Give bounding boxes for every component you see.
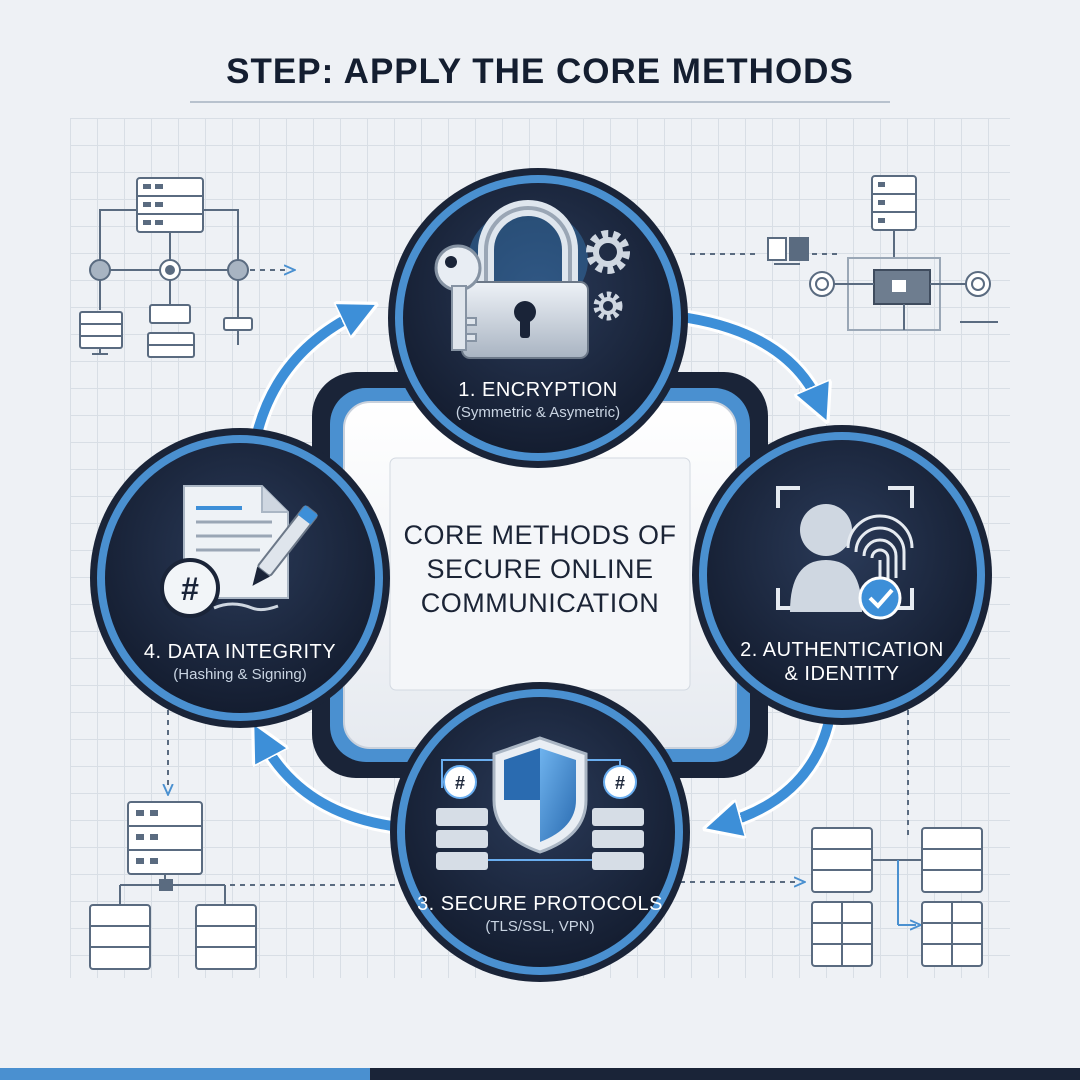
- arrow-authentication-to-protocols: [722, 717, 836, 824]
- document-hash-pen-icon: #: [160, 485, 318, 618]
- arrow-integrity-to-encryption: [250, 312, 360, 438]
- page-title: STEP: APPLY THE CORE METHODS: [226, 52, 854, 91]
- network-decor-left-bottom: [89, 700, 400, 970]
- svg-text:#: #: [615, 773, 625, 793]
- method-title: 3. SECURE PROTOCOLS: [417, 893, 663, 915]
- method-label-encryption: 1. ENCRYPTION (Symmetric & Asymetric): [398, 378, 678, 424]
- arrow-encryption-to-authentication: [680, 310, 820, 405]
- method-title: 4. DATA INTEGRITY: [143, 641, 337, 663]
- method-node-integrity: #: [90, 428, 390, 728]
- method-label-integrity: 4. DATA INTEGRITY (Hashing & Signing): [105, 640, 375, 686]
- server-icon: [127, 801, 203, 875]
- footer-accent-bar: [0, 1068, 370, 1080]
- method-title: & IDENTITY: [784, 663, 900, 685]
- center-title-line-1: CORE METHODS OF: [403, 520, 677, 550]
- server-icon: [811, 827, 873, 893]
- fingerprint-user-icon: [776, 486, 914, 620]
- arrow-protocols-to-integrity: [262, 740, 400, 834]
- center-title-line-3: COMMUNICATION: [420, 588, 660, 618]
- network-decor-right-top: [690, 175, 998, 331]
- center-title: CORE METHODS OF SECURE ONLINE COMMUNICAT…: [390, 518, 690, 620]
- method-subtitle: (Symmetric & Asymetric): [455, 404, 621, 421]
- server-icon: [136, 177, 204, 233]
- network-decor-right-bottom: [680, 700, 983, 967]
- server-icon: [921, 827, 983, 893]
- server-icon: [921, 901, 983, 967]
- method-node-protocols: # #: [390, 682, 690, 982]
- server-icon: [592, 808, 644, 870]
- center-title-line-2: SECURE ONLINE: [426, 554, 654, 584]
- svg-text:#: #: [181, 571, 199, 607]
- title-underline: [190, 101, 890, 103]
- server-icon: [871, 175, 917, 231]
- server-icon: [195, 904, 257, 970]
- padlock-key-gear-icon: [434, 200, 630, 359]
- server-icon: [79, 311, 123, 355]
- server-icon: [811, 901, 873, 967]
- footer-dark-bar: [370, 1068, 1080, 1080]
- server-icon: [436, 808, 488, 870]
- network-decor-left: [79, 177, 290, 358]
- shield-server-icon: # #: [436, 736, 644, 870]
- cycle-arrows: [250, 310, 836, 834]
- server-icon: [89, 904, 151, 970]
- method-node-authentication: [692, 425, 992, 725]
- svg-text:#: #: [455, 773, 465, 793]
- method-subtitle: (Hashing & Signing): [173, 666, 307, 683]
- center-panel: [312, 372, 768, 778]
- method-label-protocols: 3. SECURE PROTOCOLS (TLS/SSL, VPN): [400, 892, 680, 938]
- method-title: 1. ENCRYPTION: [458, 379, 618, 401]
- method-title: 2. AUTHENTICATION: [740, 639, 944, 661]
- method-label-authentication: 2. AUTHENTICATION & IDENTITY: [712, 638, 972, 686]
- method-node-encryption: [388, 168, 688, 468]
- method-subtitle: (TLS/SSL, VPN): [485, 918, 595, 935]
